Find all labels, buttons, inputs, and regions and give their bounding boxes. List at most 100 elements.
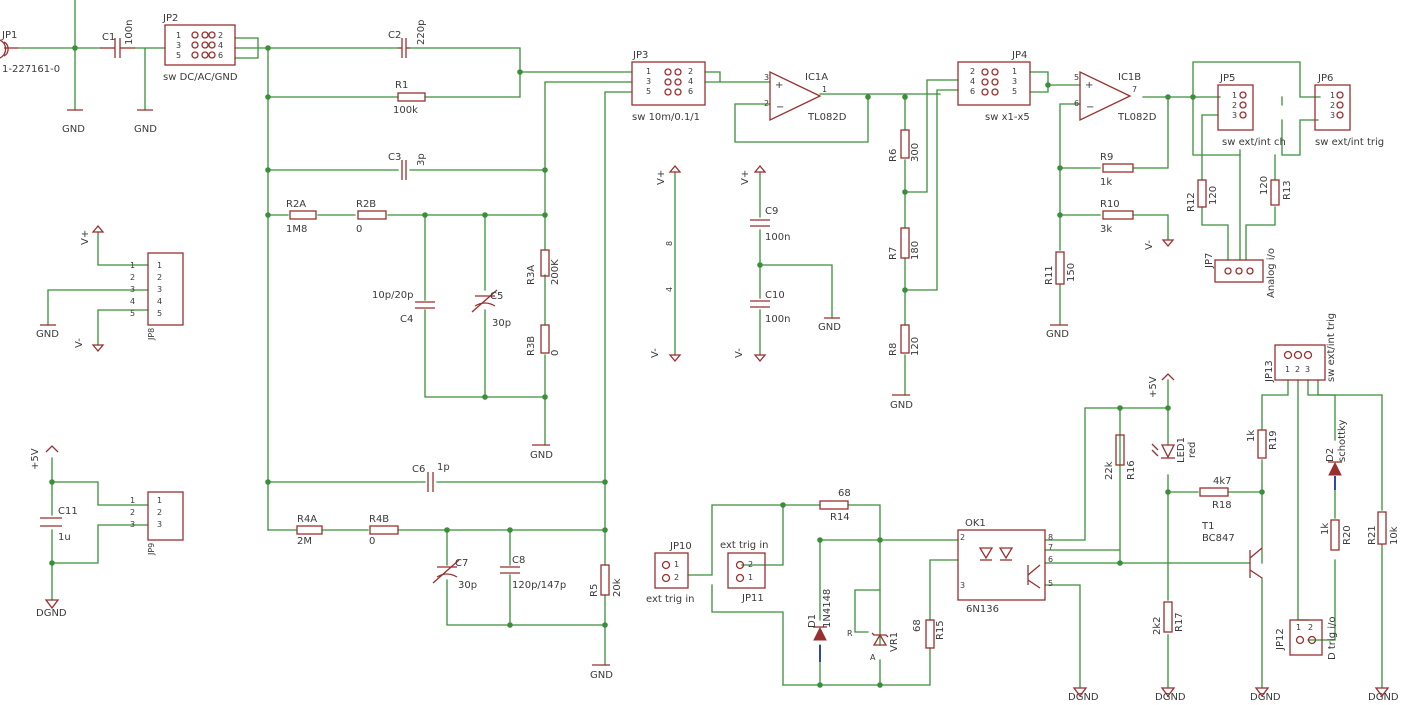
jp9-name: JP9 (147, 543, 156, 556)
resistor-r11: R11 150 (1044, 251, 1077, 285)
capacitor-c10: C10 100n (750, 290, 790, 325)
r4b-name: R4B (369, 514, 389, 525)
reference-vr1: R A VR1 (847, 629, 900, 662)
svg-text:2: 2 (748, 560, 753, 569)
vminus-label-4: V- (1144, 240, 1155, 250)
wires (17, 0, 1383, 689)
r1-value: 100k (393, 105, 418, 116)
r2b-value: 0 (356, 224, 362, 235)
resistor-r19: 1k R19 (1246, 429, 1279, 459)
header-jp3: 135 246 JP3 sw 10m/0.1/1 (631, 50, 706, 123)
r18-name: R18 (1212, 500, 1232, 511)
resistor-r18: 4k7 R18 (1199, 476, 1232, 511)
c1-value: 100n (124, 20, 135, 45)
dgnd-label-1: DGND (36, 608, 67, 619)
d1-name: D1 (807, 614, 818, 628)
r12-value: 120 (1208, 186, 1219, 205)
svg-text:1: 1 (130, 261, 135, 270)
svg-text:6: 6 (688, 87, 693, 96)
svg-text:3: 3 (1012, 77, 1017, 86)
r21-name: R21 (1367, 525, 1378, 545)
c4-name: C4 (400, 314, 413, 325)
jp4-label: sw x1-x5 (985, 112, 1030, 123)
diode-d1: D1 1N4148 (807, 589, 833, 662)
r12-name: R12 (1186, 192, 1197, 212)
ic1b-name: IC1B (1118, 72, 1141, 83)
svg-text:5: 5 (130, 309, 135, 318)
svg-text:1: 1 (822, 85, 827, 94)
svg-text:2: 2 (764, 99, 769, 108)
diode-d2: D2 schottky (1325, 420, 1348, 490)
vplus-label-2: V+ (656, 170, 667, 185)
junction-dots (49, 45, 1265, 688)
r2a-name: R2A (286, 199, 306, 210)
resistor-r4a: R4A 2M (296, 514, 323, 547)
r3b-value: 0 (550, 350, 561, 356)
svg-text:2: 2 (960, 533, 965, 542)
c3-value: 3p (416, 153, 427, 166)
gnd-label-2: GND (134, 124, 157, 135)
r15-value: 68 (912, 619, 923, 632)
svg-text:1: 1 (1296, 623, 1301, 632)
r8-name: R8 (888, 343, 899, 356)
vminus-label-3: V- (734, 348, 745, 358)
c7-value: 30p (458, 580, 477, 591)
c2-value: 220p (416, 20, 427, 45)
capacitor-c6: C6 1p (412, 462, 450, 492)
d2-value: schottky (1337, 420, 1348, 462)
r17-value: 2k2 (1152, 616, 1163, 635)
resistor-r21: R21 10k (1367, 511, 1400, 545)
resistor-r3a: R3A 200K (526, 249, 561, 285)
svg-text:4: 4 (688, 77, 693, 86)
resistor-r5: R5 20k (589, 564, 623, 597)
svg-text:3: 3 (157, 285, 162, 294)
r15-name: R15 (935, 620, 946, 640)
led-led1: LED1 red (1151, 437, 1198, 463)
svg-text:2: 2 (130, 273, 135, 282)
pin-4-label: 4 (665, 287, 674, 292)
jp10-name: JP10 (669, 541, 692, 552)
c10-value: 100n (765, 314, 790, 325)
resistor-r10: R10 3k (1100, 199, 1134, 235)
connector-jp9: 123 123 JP9 (130, 491, 184, 556)
svg-text:4: 4 (157, 297, 162, 306)
vr1-pin-a: A (870, 653, 876, 662)
svg-text:−: − (1086, 102, 1094, 113)
opamp-supply: 8 4 (665, 241, 674, 292)
vplus-label-3: V+ (740, 170, 751, 185)
svg-text:6: 6 (970, 87, 975, 96)
r9-name: R9 (1100, 152, 1113, 163)
capacitor-c11: C11 1u (40, 506, 78, 543)
c1-name: C1 (102, 32, 115, 43)
led1-value: red (1187, 442, 1198, 458)
svg-text:6: 6 (1074, 99, 1079, 108)
svg-text:3: 3 (176, 41, 181, 50)
resistor-r17: 2k2 R17 (1152, 601, 1185, 635)
r13-value: 120 (1259, 176, 1270, 195)
r5-name: R5 (589, 584, 600, 597)
r3a-name: R3A (526, 265, 537, 285)
c10-name: C10 (765, 290, 785, 301)
gnd-label-8: GND (36, 329, 59, 340)
capacitor-c4: 10p/20p C4 (372, 290, 435, 325)
svg-text:5: 5 (646, 87, 651, 96)
r16-value: 22k (1104, 461, 1115, 480)
svg-text:6: 6 (218, 51, 223, 60)
svg-text:1: 1 (1012, 67, 1017, 76)
r21-value: 10k (1389, 526, 1400, 545)
svg-text:1: 1 (176, 31, 181, 40)
opamp-ic1b: +− 567 IC1B TL082D (1074, 70, 1157, 123)
c8-value: 120p/147p (512, 580, 566, 591)
header-jp10: 12 JP10 ext trig in (646, 541, 694, 605)
jp13-name: JP13 (1264, 360, 1275, 383)
jp6-name: JP6 (1317, 73, 1333, 84)
svg-text:1: 1 (674, 560, 679, 569)
resistor-r13: 120 R13 (1259, 176, 1293, 206)
svg-text:+: + (775, 80, 783, 91)
jp12-label: D trig i/o (1327, 617, 1338, 660)
svg-text:3: 3 (960, 581, 965, 590)
vr1-pin-r: R (847, 629, 853, 638)
header-jp2: 135 246 JP2 sw DC/AC/GND (162, 13, 238, 83)
resistor-r16: 22k R16 (1104, 434, 1137, 480)
